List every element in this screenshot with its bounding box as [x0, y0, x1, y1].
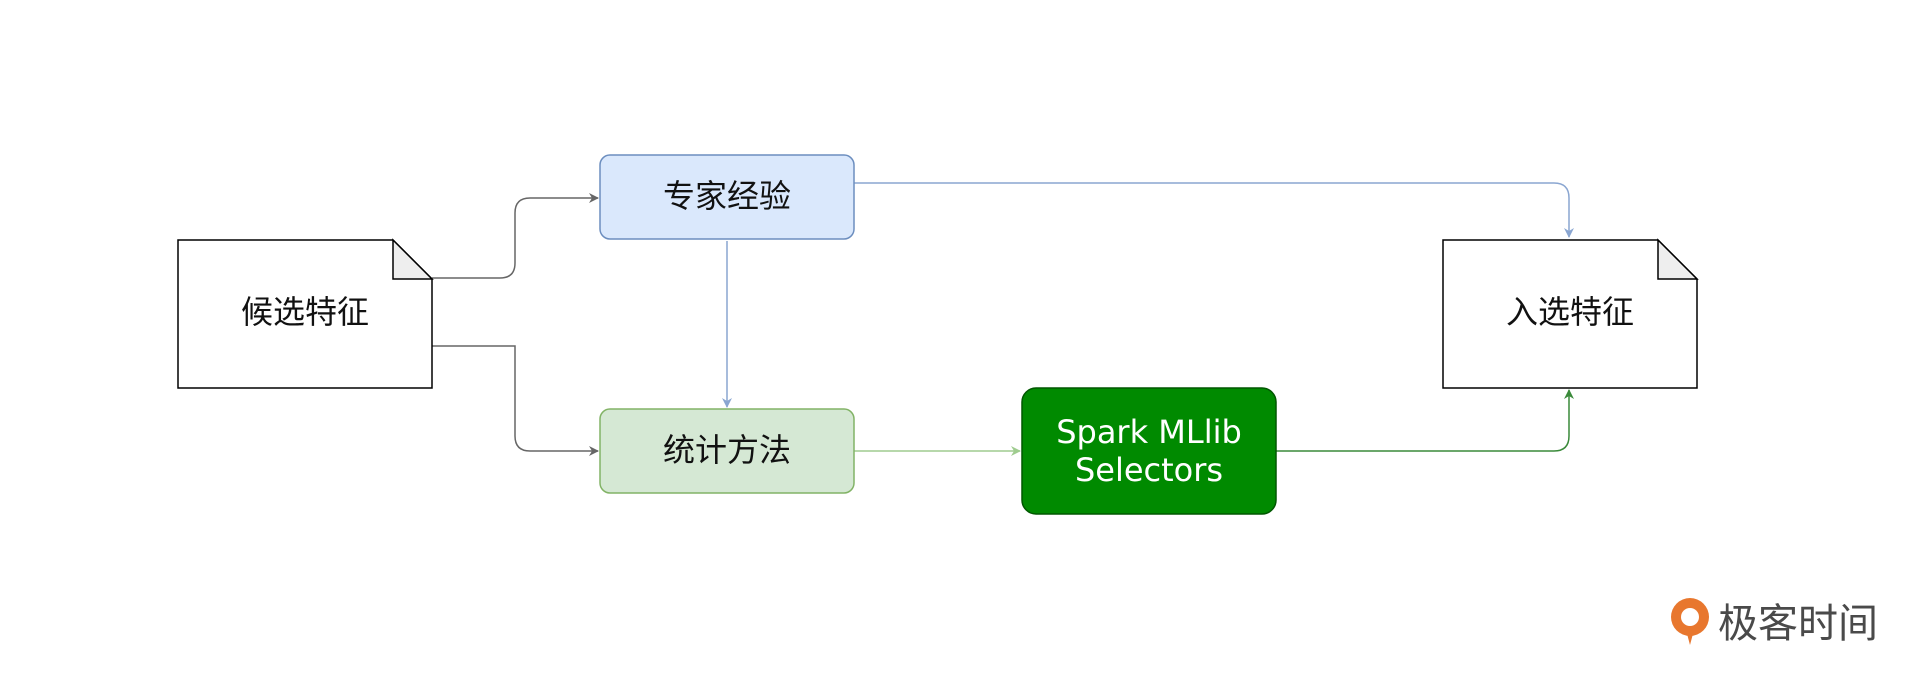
spark-selectors-node: Spark MLlib Selectors	[1021, 387, 1277, 515]
selected-features-node: 入选特征	[1442, 238, 1699, 389]
statistical-methods-node: 统计方法	[599, 408, 855, 494]
expert-experience-box	[599, 154, 855, 240]
candidate-features-node: 候选特征	[177, 238, 434, 389]
statistical-methods-box	[599, 408, 855, 494]
selected-features-doc-shape	[1442, 239, 1698, 389]
brand-name: 极客时间	[1718, 601, 1878, 647]
candidate-features-label: 候选特征	[241, 293, 369, 331]
edge-spark-to-selected	[1275, 389, 1574, 452]
spark-selectors-label-line1: Spark MLlib	[1056, 413, 1242, 451]
candidate-features-doc-shape	[177, 239, 433, 389]
brand-watermark: 极客时间	[1671, 598, 1878, 647]
expert-experience-node: 专家经验	[599, 154, 855, 240]
spark-selectors-box	[1021, 387, 1277, 515]
expert-experience-label: 专家经验	[663, 177, 791, 215]
spark-selectors-label-line2: Selectors	[1075, 451, 1223, 489]
selected-features-label: 入选特征	[1506, 293, 1634, 331]
edge-candidate-to-stats	[432, 345, 599, 456]
selected-features-fold	[1657, 238, 1699, 280]
statistical-methods-label: 统计方法	[663, 431, 791, 469]
geek-time-logo-icon	[1671, 598, 1709, 645]
candidate-features-fold	[392, 238, 434, 280]
edge-expert-to-selected	[852, 182, 1574, 238]
edge-candidate-to-expert	[432, 193, 599, 279]
